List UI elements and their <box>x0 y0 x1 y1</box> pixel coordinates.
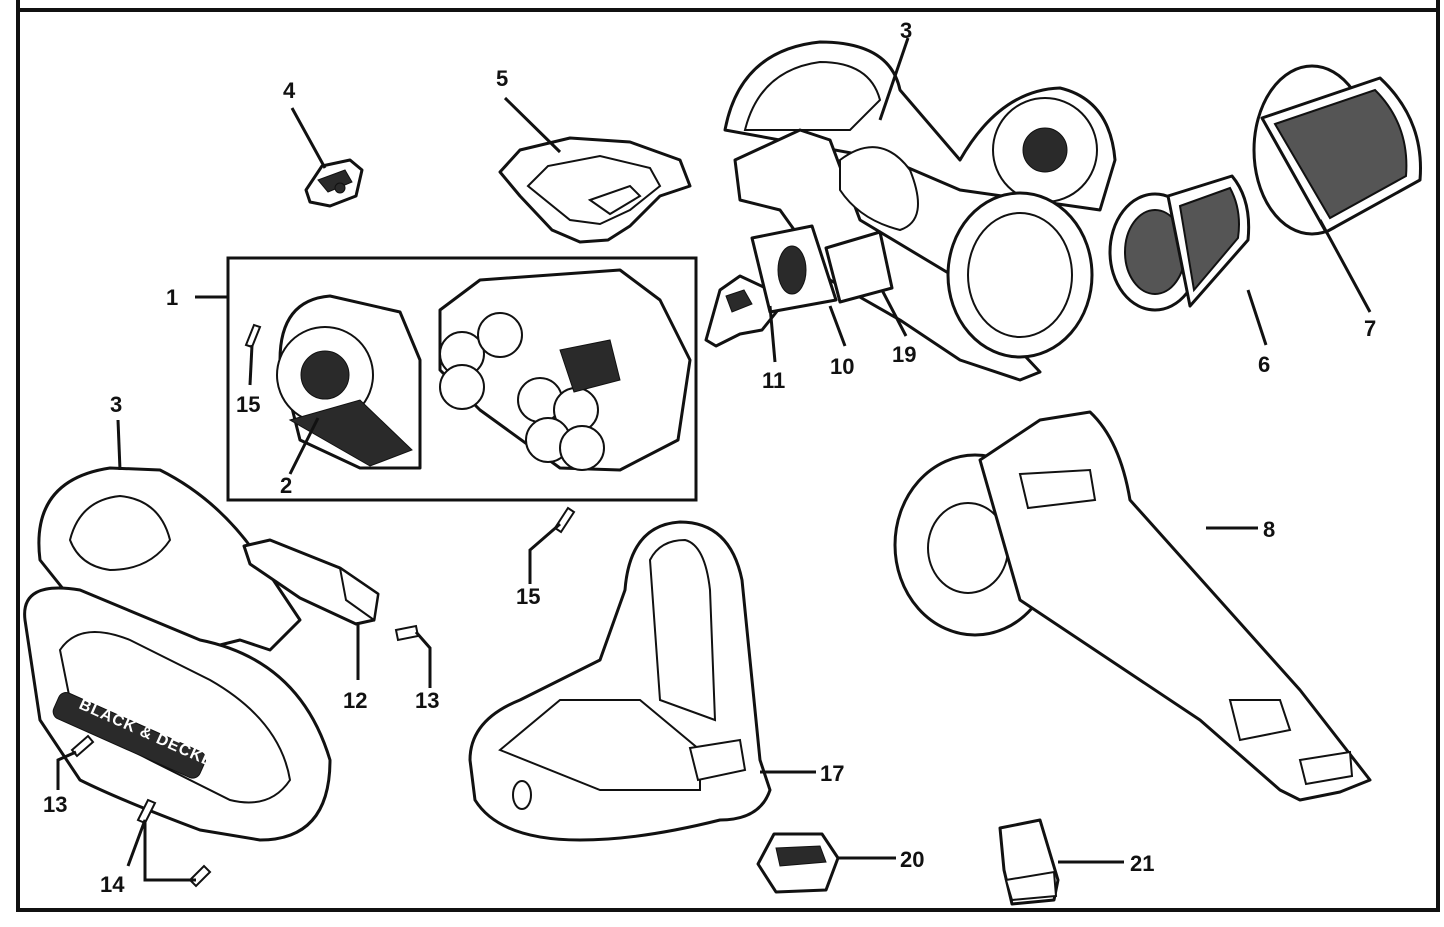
part-5-bracket <box>498 136 692 244</box>
leader-14 <box>126 819 196 882</box>
leader-15-top <box>248 344 254 386</box>
part-3-rear-housing <box>723 40 1117 382</box>
callout-4: 4 <box>283 78 296 103</box>
callout-13-left: 13 <box>43 792 67 817</box>
callout-15-top: 15 <box>236 392 260 417</box>
callout-3-bottom: 3 <box>110 392 122 417</box>
callout-20: 20 <box>900 847 924 872</box>
callout-14: 14 <box>100 872 125 897</box>
part-21-nozzle-tip <box>998 818 1060 906</box>
callout-11: 11 <box>762 368 785 393</box>
part-13-screw-right <box>394 624 420 642</box>
leader-5 <box>503 96 562 154</box>
leader-3-bottom <box>116 419 122 471</box>
callout-13-right: 13 <box>415 688 439 713</box>
leader-6 <box>1246 289 1268 346</box>
callout-12: 12 <box>343 688 367 713</box>
leader-2 <box>288 417 320 475</box>
frame-border <box>16 8 1440 912</box>
part-10-button <box>750 224 838 314</box>
part-19-label <box>824 230 894 304</box>
part-4-switch <box>304 158 364 208</box>
part-6-pleated-filter <box>1108 174 1251 312</box>
callout-15-bottom: 15 <box>516 584 540 609</box>
callout-10: 10 <box>830 354 854 379</box>
part-3-front-housing: BLACK & DECKER <box>23 466 332 842</box>
leader-3-top <box>878 37 910 121</box>
part-20-cartridge <box>756 832 840 894</box>
leader-10 <box>828 305 847 347</box>
leader-4 <box>290 107 327 169</box>
callout-17: 17 <box>820 761 844 786</box>
brand-plate <box>52 692 207 779</box>
callout-19: 19 <box>892 342 916 367</box>
part-7-filter-cup <box>1252 64 1422 236</box>
motor-battery-assembly-box <box>226 256 698 502</box>
leader-13-left <box>56 750 77 790</box>
callout-3-top: 3 <box>900 18 912 43</box>
callout-2: 2 <box>280 473 292 498</box>
part-15-screw-top <box>244 323 262 349</box>
leader-7 <box>1318 219 1372 313</box>
part-13-screw-left <box>70 734 95 758</box>
callout-labels: 4 5 3 1 15 2 3 12 13 13 14 15 17 20 21 8… <box>43 18 1376 897</box>
callout-8: 8 <box>1263 517 1275 542</box>
part-8-dust-bowl <box>893 410 1372 802</box>
callout-6: 6 <box>1258 352 1270 377</box>
callout-1: 1 <box>166 285 178 310</box>
part-2-motor <box>276 294 422 470</box>
part-17-charging-base <box>468 520 772 842</box>
leader-13-right <box>414 631 432 688</box>
leader-lines <box>56 37 1372 882</box>
leader-15-bottom <box>528 522 561 584</box>
callout-7: 7 <box>1364 316 1376 341</box>
leader-19 <box>880 289 908 337</box>
part-15-screw-bottom <box>553 506 576 534</box>
part-1-battery-pack <box>438 268 692 472</box>
leader-11 <box>768 305 777 363</box>
callout-5: 5 <box>496 66 508 91</box>
part-12-latch <box>242 538 380 626</box>
callout-21: 21 <box>1130 851 1154 876</box>
